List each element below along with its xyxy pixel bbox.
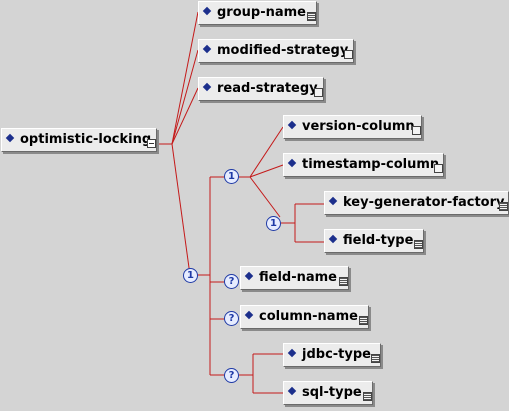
element-diamond-icon bbox=[328, 234, 338, 244]
element-field-name[interactable]: field-name bbox=[240, 266, 349, 290]
connector-trunk-branches bbox=[210, 176, 224, 376]
element-diamond-icon bbox=[328, 196, 338, 206]
column-name-optional-compositor[interactable]: ? bbox=[224, 311, 239, 326]
element-jdbc-type[interactable]: jdbc-type bbox=[283, 343, 381, 367]
element-diamond-icon bbox=[287, 120, 297, 130]
simple-type-icon bbox=[314, 88, 323, 97]
element-diamond-icon bbox=[202, 6, 212, 16]
content-model-icon bbox=[371, 354, 380, 363]
element-diamond-icon bbox=[287, 348, 297, 358]
connector-inner-choice-branches bbox=[239, 126, 284, 218]
content-model-icon bbox=[339, 277, 348, 286]
content-model-icon bbox=[307, 12, 316, 21]
element-diamond-icon bbox=[5, 133, 15, 143]
element-read-strategy[interactable]: read-strategy bbox=[198, 77, 324, 101]
content-model-icon bbox=[414, 240, 423, 249]
element-group-name[interactable]: group-name bbox=[198, 1, 317, 25]
element-timestamp-column[interactable]: timestamp-column bbox=[283, 153, 444, 177]
simple-type-icon bbox=[412, 126, 421, 135]
element-field-type[interactable]: field-type bbox=[324, 229, 424, 253]
connector-sub-choice-branches bbox=[281, 203, 324, 243]
inner-choice-compositor[interactable]: 1 bbox=[224, 169, 239, 184]
sub-choice-compositor[interactable]: 1 bbox=[266, 216, 281, 231]
simple-type-icon bbox=[344, 50, 353, 59]
outer-choice-compositor[interactable]: 1 bbox=[183, 268, 198, 283]
connector-root-to-outer-choice bbox=[171, 143, 191, 276]
simple-type-icon bbox=[434, 164, 443, 173]
element-diamond-icon bbox=[202, 82, 212, 92]
element-modified-strategy[interactable]: modified-strategy bbox=[198, 39, 354, 63]
connector-type-branches bbox=[239, 353, 283, 394]
field-name-optional-compositor[interactable]: ? bbox=[224, 274, 239, 289]
element-version-column[interactable]: version-column bbox=[283, 115, 422, 139]
element-sql-type[interactable]: sql-type bbox=[283, 381, 373, 405]
element-diamond-icon bbox=[244, 271, 254, 281]
element-diamond-icon bbox=[287, 386, 297, 396]
content-model-icon bbox=[499, 202, 508, 211]
connector-outer-choice-trunk bbox=[197, 177, 211, 375]
content-model-icon bbox=[359, 316, 368, 325]
element-diamond-icon bbox=[287, 158, 297, 168]
element-key-generator-factory[interactable]: key-generator-factory bbox=[324, 191, 509, 215]
content-model-icon bbox=[363, 392, 372, 401]
element-column-name[interactable]: column-name bbox=[240, 305, 369, 329]
element-diamond-icon bbox=[202, 44, 212, 54]
type-optional-compositor[interactable]: ? bbox=[224, 368, 239, 383]
collapse-icon[interactable] bbox=[147, 139, 156, 148]
connector-root-to-modified-strategy bbox=[157, 49, 199, 145]
root-element-optimistic-locking[interactable]: optimistic-locking bbox=[1, 128, 157, 152]
element-diamond-icon bbox=[244, 310, 254, 320]
